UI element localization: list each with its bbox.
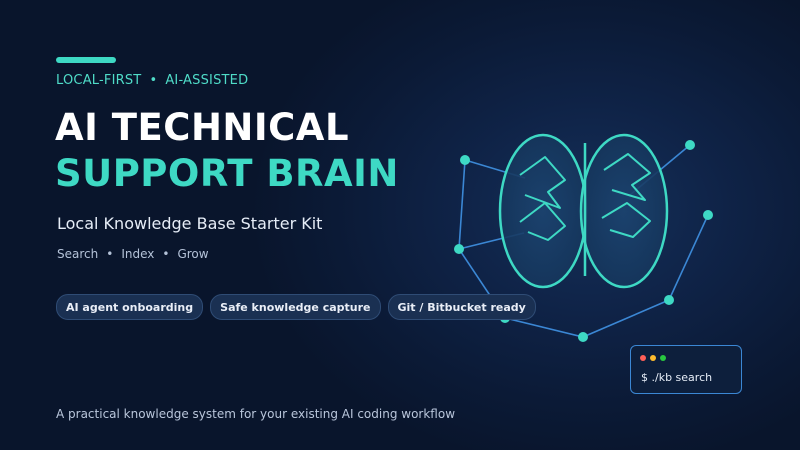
terminal-window-icon: $ ./kb search [630,345,742,394]
brain-folds [519,153,651,241]
feature-index: Index [121,247,155,261]
accent-bar [56,57,116,63]
brain-lobes [498,133,669,289]
terminal-dot-green [660,355,666,361]
terminal-dot-red [640,355,646,361]
feature-list: Search • Index • Grow [57,247,209,261]
chip-ai-agent-onboarding: AI agent onboarding [56,294,204,320]
chip-safe-knowledge-capture: Safe knowledge capture [210,294,381,320]
eyebrow-left: LOCAL-FIRST [56,73,142,88]
page-title-line-1: AI TECHNICAL [55,106,350,149]
page-title-line-2: SUPPORT BRAIN [55,152,399,195]
network-nodes [454,140,713,342]
eyebrow-right: AI-ASSISTED [165,73,249,88]
feature-grow: Grow [177,247,209,261]
eyebrow-tagline: LOCAL-FIRST • AI-ASSISTED [56,73,248,88]
feature-separator: • [162,247,170,261]
subtitle: Local Knowledge Base Starter Kit [57,214,323,233]
eyebrow-separator: • [149,73,158,88]
terminal-command: $ ./kb search [641,371,713,384]
footer-tagline: A practical knowledge system for your ex… [56,407,456,421]
feature-chips: AI agent onboarding Safe knowledge captu… [56,294,536,320]
feature-search: Search [57,247,99,261]
feature-separator: • [106,247,114,261]
terminal-dot-yellow [650,355,656,361]
chip-git-bitbucket-ready: Git / Bitbucket ready [387,294,536,320]
terminal-window-dots [640,355,666,361]
